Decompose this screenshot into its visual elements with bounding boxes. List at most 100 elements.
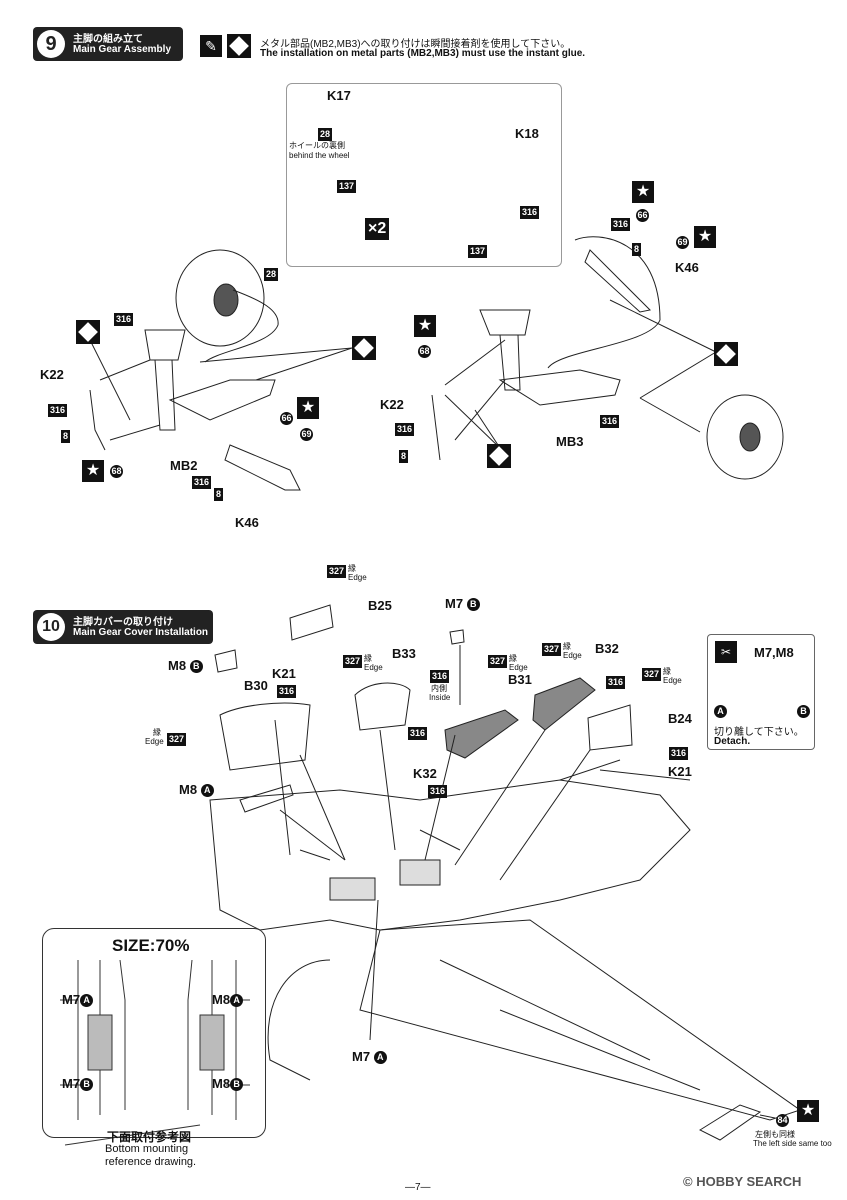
left-color-316-c: 316 [192,476,212,489]
s10-label-m7a-bottom: M7 A [352,1049,387,1065]
s10-edge-jp-c: 縁 [364,654,372,663]
s10-color-327-f: 327 [642,668,662,681]
s10-edge-f: Edge [663,676,682,685]
step9-title-jp: 主脚の組み立て [73,34,143,45]
left-star-icon-a: ★ [82,460,104,482]
left-color-28: 28 [264,268,279,281]
bottom-view-inset [42,928,266,1138]
right-star-icon-b: ★ [694,226,716,248]
detach-title: M7,M8 [754,645,794,660]
right-label-k46: K46 [675,260,699,275]
right-color-8-b: 8 [399,450,409,463]
s10-label-k21-a: K21 [272,666,296,681]
inset-caption-en2: reference drawing. [105,1156,197,1168]
b31-part [444,709,519,759]
gear-bay-b [399,859,441,886]
b32-part [532,677,596,731]
metal-note-en: The installation on metal parts (MB2,MB3… [260,48,586,59]
behind-wheel-jp: ホイールの裏側 [289,141,345,150]
color-28-box: 28 [318,128,333,141]
left-label-k46: K46 [235,515,259,530]
s10-label-b33: B33 [392,646,416,661]
s10-edge-e: Edge [563,651,582,660]
s10-color-316-a: 316 [277,685,297,698]
s10-label-b30: B30 [244,678,268,693]
right-diamond-icon-b [487,444,511,468]
s10-label-b24: B24 [668,711,692,726]
quantity-x2: ×2 [365,218,390,240]
left-color-8-a: 8 [61,430,71,443]
s10-label-b32: B32 [595,641,619,656]
wingtip-note-jp: 左側も同様 [755,1130,795,1139]
hobby-search-watermark: © HOBBY SEARCH [683,1174,802,1189]
left-circle-69: 69 [300,428,313,442]
s10-edge-jp-e: 縁 [563,642,571,651]
inset-caption-en1: Bottom mounting [105,1143,189,1155]
inset-bay-right [199,1014,225,1071]
diamond-glue-icon [227,34,251,58]
s10-label-m7b-top: M7 B [445,596,480,612]
detach-instruction-jp: 切り離して下さい。 [714,727,804,738]
s10-color-327-b: 327 [167,733,187,746]
paint-brush-icon: ✎ [200,35,222,57]
step9-title-en: Main Gear Assembly [73,44,172,55]
fuselage-outline [209,779,691,931]
label-k17: K17 [327,88,351,103]
inset-bay-left [87,1014,113,1071]
s10-edge-jp-d: 縁 [509,654,517,663]
inset-caption-jp: 下面取付参考図 [107,1130,192,1144]
detach-circle-a: A [714,703,727,721]
color-137-box-b: 137 [468,245,488,258]
b30-part [219,702,311,771]
step10-number: 10 [37,613,65,641]
right-wheel-drawing [706,394,784,480]
left-color-316-b: 316 [48,404,68,417]
label-k18: K18 [515,126,539,141]
right-star-icon-a: ★ [632,181,654,203]
left-diamond-icon-a [76,320,100,344]
left-circle-66: 66 [280,412,293,426]
left-star-icon-b: ★ [297,397,319,419]
s10-color-316-b: 316 [430,670,450,683]
s10-edge-jp-b: 縁 [153,728,161,737]
right-color-316-a: 316 [611,218,631,231]
page-number: —7— [405,1182,431,1193]
s10-label-k32: K32 [413,766,437,781]
behind-wheel-en: behind the wheel [289,151,350,160]
s10-edge-c: Edge [364,663,383,672]
right-label-k22: K22 [380,397,404,412]
k46-left-part [224,444,301,491]
right-circle-66: 66 [636,209,649,223]
cutter-icon: ✂ [715,641,737,663]
s10-color-327-c: 327 [343,655,363,668]
right-color-316-c: 316 [600,415,620,428]
mb3-part [498,369,621,406]
color-137-box-a: 137 [337,180,357,193]
detach-circle-b: B [797,703,810,721]
right-star-icon-c: ★ [414,315,436,337]
left-color-8-b: 8 [214,488,224,501]
inset-size-label: SIZE:70% [112,936,190,955]
left-strut-top [144,329,186,361]
step10-title-jp: 主脚カバーの取り付け [73,617,173,628]
wingtip-circle-84: 84 [776,1114,789,1128]
s10-edge-a: Edge [348,573,367,582]
step9-number: 9 [37,30,65,58]
s10-edge-d: Edge [509,663,528,672]
m8a-part [239,784,294,813]
right-circle-69: 69 [676,236,689,250]
s10-color-327-d: 327 [488,655,508,668]
s10-edge-jp-a: 縁 [348,564,356,573]
left-circle-68: 68 [110,465,123,479]
s10-label-m8b-top: M8 B [168,658,203,674]
right-color-316-b: 316 [395,423,415,436]
wheel-assembly-box [286,83,562,267]
s10-color-316-f: 316 [669,747,689,760]
b25-part [289,604,334,641]
s10-color-327-a: 327 [327,565,347,578]
s10-label-k21-b: K21 [668,764,692,779]
s10-color-327-e: 327 [542,643,562,656]
right-label-mb3: MB3 [556,434,584,449]
right-circle-68: 68 [418,345,431,359]
